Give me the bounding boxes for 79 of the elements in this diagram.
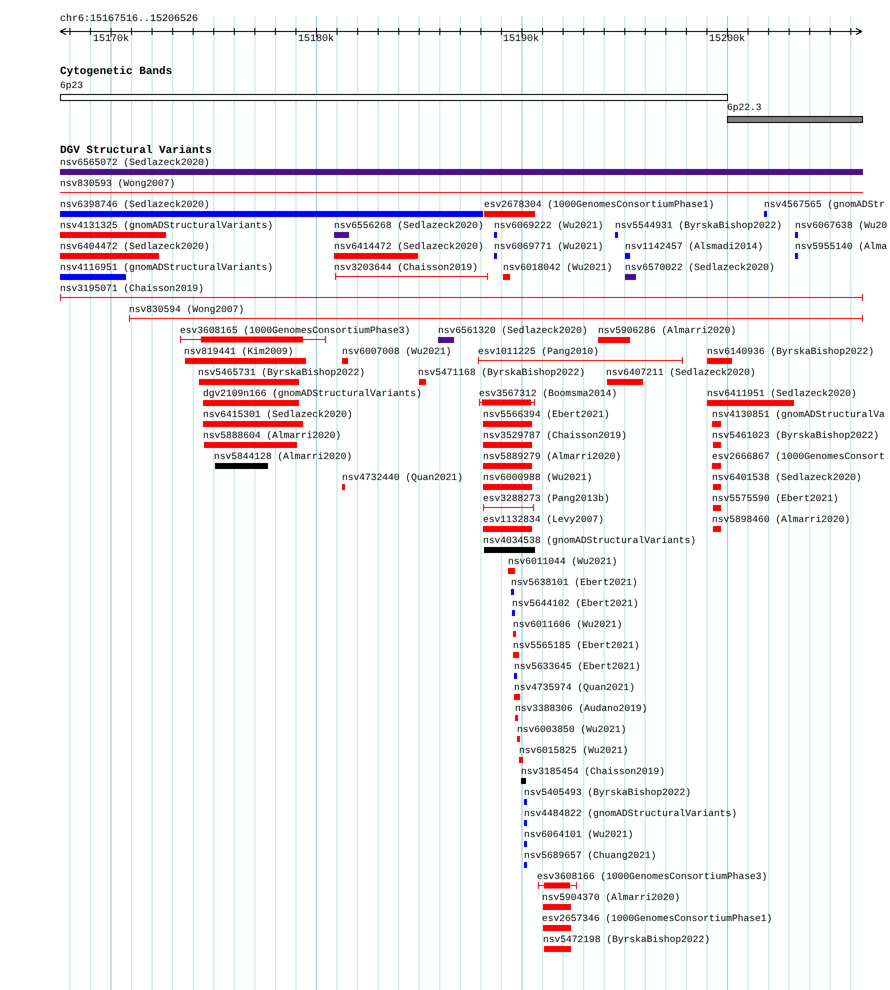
feature-label: esv2657346 (1000GenomesConsortiumPhase1): [542, 913, 772, 924]
feature-label: nsv5633645 (Ebert2021): [514, 661, 641, 672]
feature-label: nsv6401538 (Sedlazeck2020): [712, 472, 862, 483]
feature-label: nsv5405493 (ByrskaBishop2022): [524, 787, 691, 798]
track-title: Cytogenetic Bands: [60, 66, 172, 79]
feature-label: nsv6067638 (Wu20: [795, 220, 888, 231]
tick-label: 15190k: [503, 34, 539, 46]
feature-label: nsv4732440 (Quan2021): [342, 472, 463, 483]
feature-label: nsv6011044 (Wu2021): [508, 556, 618, 567]
feature-label: nsv6069771 (Wu2021): [494, 241, 604, 252]
feature-label: nsv3195071 (Chaisson2019): [60, 283, 204, 294]
feature-label: nsv3185454 (Chaisson2019): [521, 766, 665, 777]
feature-label: nsv5889279 (Almarri2020): [483, 451, 622, 462]
feature-label: nsv6064101 (Wu2021): [524, 829, 634, 840]
track-title: DGV Structural Variants: [60, 145, 212, 158]
feature-label: nsv5638101 (Ebert2021): [511, 577, 638, 588]
feature-label: nsv830593 (Wong2007): [60, 178, 176, 189]
feature-label: nsv4130851 (gnomADStructuralVa: [712, 409, 885, 420]
feature-label: nsv3388306 (Audano2019): [515, 703, 648, 714]
feature-label: nsv6404472 (Sedlazeck2020): [60, 241, 210, 252]
feature-label: nsv6018042 (Wu2021): [503, 262, 612, 273]
feature-label: dgv2109n166 (gnomADStructuralVariants): [203, 388, 422, 399]
feature-label: nsv830594 (Wong2007): [129, 304, 244, 315]
feature-label: nsv4034538 (gnomADStructuralVariants): [483, 535, 696, 546]
tick-label: 15200k: [709, 34, 745, 46]
feature-label: nsv6411951 (Sedlazeck2020): [707, 388, 857, 399]
tick-label: 15180k: [298, 34, 334, 46]
feature-label: nsv6000988 (Wu2021): [483, 472, 592, 483]
feature-label: nsv4484822 (gnomADStructuralVariants): [524, 808, 738, 819]
feature-label: nsv4131325 (gnomADStructuralVariants): [60, 220, 274, 231]
feature-label: nsv5689657 (Chuang2021): [524, 850, 656, 861]
feature-label: esv1011225 (Pang2010): [478, 346, 599, 357]
feature-label: esv3288273 (Pang2013b): [483, 493, 610, 504]
feature-label: nsv5565185 (Ebert2021): [513, 640, 640, 651]
feature-label: nsv5472198 (ByrskaBishop2022): [543, 934, 710, 945]
feature-label: nsv5644102 (Ebert2021): [512, 598, 639, 609]
feature-label: esv3608166 (1000GenomesConsortiumPhase3): [537, 871, 768, 882]
feature-label: esv2678304 (1000GenomesConsortiumPhase1): [484, 199, 714, 210]
feature-label: esv2666867 (1000GenomesConsort: [712, 451, 885, 462]
feature-label: nsv5906286 (Almarri2020): [598, 325, 736, 336]
feature-label: nsv6015825 (Wu2021): [519, 745, 628, 756]
feature-label: nsv6561320 (Sedlazeck2020): [438, 325, 588, 336]
feature-label: esv3608165 (1000GenomesConsortiumPhase3): [180, 325, 410, 336]
feature-label: nsv6415301 (Sedlazeck2020): [203, 409, 353, 420]
band-label: 6p23: [60, 80, 84, 91]
feature-label: nsv6140936 (ByrskaBishop2022): [707, 346, 874, 357]
feature-label: nsv5904370 (Almarri2020): [542, 892, 680, 903]
feature-label: esv1132834 (Levy2007): [483, 514, 604, 525]
feature-label: nsv819441 (Kim2009): [184, 346, 294, 357]
feature-label: nsv6069222 (Wu2021): [494, 220, 604, 231]
coordinate-range: chr6:15167516..15206526: [60, 14, 198, 26]
feature-label: nsv6011606 (Wu2021): [513, 619, 622, 630]
feature-label: nsv5898460 (Almarri2020): [712, 514, 850, 525]
feature-label: nsv5888604 (Almarri2020): [203, 430, 342, 441]
feature-label: nsv6556268 (Sedlazeck2020): [334, 220, 484, 231]
feature-label: nsv6007008 (Wu2021): [342, 346, 452, 357]
feature-label: nsv4567565 (gnomADStr: [764, 199, 885, 210]
feature-label: esv3567312 (Boomsma2014): [479, 388, 618, 399]
feature-label: nsv4735974 (Quan2021): [514, 682, 635, 693]
feature-label: nsv4116951 (gnomADStructuralVariants): [60, 262, 274, 273]
feature-label: nsv6407211 (Sedlazeck2020): [606, 367, 756, 378]
feature-label: nsv5471168 (ByrskaBishop2022): [418, 367, 585, 378]
feature-label: nsv5566394 (Ebert2021): [483, 409, 610, 420]
feature-label: nsv5955140 (Alma: [795, 241, 888, 252]
feature-label: nsv3529787 (Chaisson2019): [483, 430, 627, 441]
feature-label: nsv5465731 (ByrskaBishop2022): [198, 367, 365, 378]
tick-label: 15170k: [93, 34, 129, 46]
feature-label: nsv6414472 (Sedlazeck2020): [334, 241, 484, 252]
feature-label: nsv6398746 (Sedlazeck2020): [60, 199, 210, 210]
band-label: 6p22.3: [727, 102, 762, 113]
feature-label: nsv1142457 (Alsmadi2014): [625, 241, 764, 252]
feature-label: nsv5844128 (Almarri2020): [214, 451, 352, 462]
feature-label: nsv5544931 (ByrskaBishop2022): [615, 220, 782, 231]
feature-label: nsv6570022 (Sedlazeck2020): [625, 262, 775, 273]
feature-label: nsv3203644 (Chaisson2019): [334, 262, 478, 273]
feature-label: nsv5461023 (ByrskaBishop2022): [712, 430, 879, 441]
feature-label: nsv6003850 (Wu2021): [517, 724, 626, 735]
feature-label: nsv5575590 (Ebert2021): [712, 493, 839, 504]
feature-label: nsv6565072 (Sedlazeck2020): [60, 157, 210, 168]
